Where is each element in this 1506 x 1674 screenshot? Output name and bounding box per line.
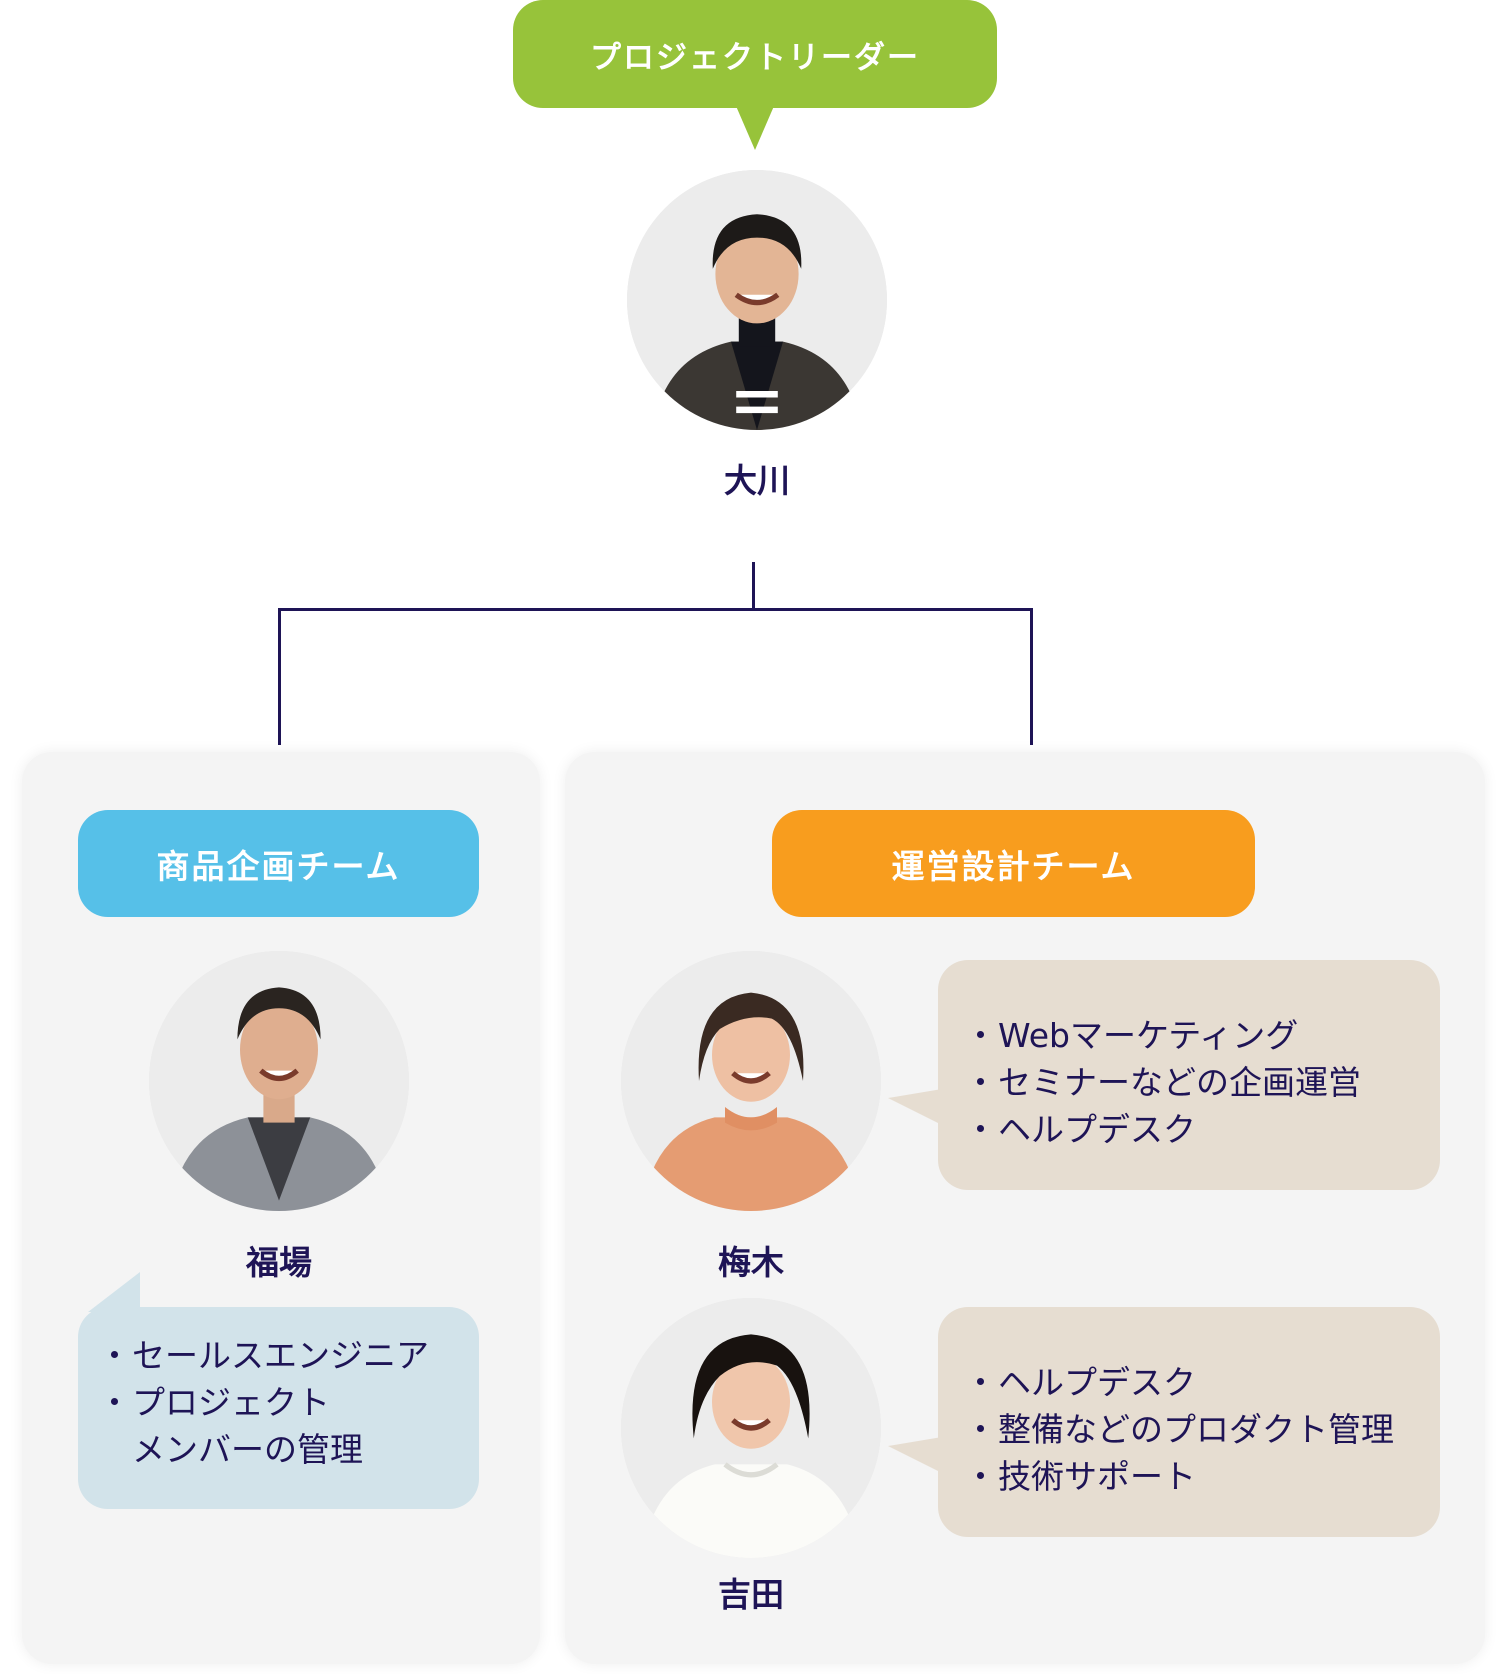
leader-name: 大川 bbox=[724, 461, 790, 500]
connector-horizontal bbox=[278, 608, 1033, 611]
person-photo-icon bbox=[149, 951, 409, 1211]
leader-badge-pointer bbox=[736, 106, 774, 150]
role-bubble-pointer-fukuba bbox=[88, 1272, 140, 1312]
person-photo-icon bbox=[621, 1298, 881, 1558]
team-header-planning: 商品企画チーム bbox=[78, 810, 479, 917]
role-item: ヘルプデスク bbox=[964, 1106, 1440, 1153]
member-avatar-fukuba bbox=[149, 951, 409, 1211]
role-item: セミナーなどの企画運営 bbox=[964, 1059, 1440, 1106]
member-avatar-umeki bbox=[621, 951, 881, 1211]
person-photo-icon bbox=[621, 951, 881, 1211]
connector-trunk bbox=[752, 562, 755, 611]
role-list-umeki: Webマーケティング セミナーなどの企画運営 ヘルプデスク bbox=[964, 1012, 1440, 1153]
leader-role-label: プロジェクトリーダー bbox=[590, 39, 920, 76]
team-header-operations: 運営設計チーム bbox=[772, 810, 1255, 917]
role-item: Webマーケティング bbox=[964, 1012, 1440, 1059]
role-item: セールスエンジニア bbox=[98, 1332, 479, 1379]
team-label-operations: 運営設計チーム bbox=[891, 846, 1136, 886]
role-bubble-yoshida: ヘルプデスク 整備などのプロダクト管理 技術サポート bbox=[938, 1307, 1440, 1537]
connector-left-branch bbox=[278, 608, 281, 745]
role-item: 整備などのプロダクト管理 bbox=[964, 1406, 1440, 1453]
role-bubble-pointer-umeki bbox=[888, 1088, 948, 1128]
leader-role-badge: プロジェクトリーダー bbox=[513, 0, 997, 108]
role-bubble-umeki: Webマーケティング セミナーなどの企画運営 ヘルプデスク bbox=[938, 960, 1440, 1190]
role-item: ヘルプデスク bbox=[964, 1359, 1440, 1406]
role-list-yoshida: ヘルプデスク 整備などのプロダクト管理 技術サポート bbox=[964, 1359, 1440, 1500]
member-name-yoshida: 吉田 bbox=[718, 1575, 784, 1614]
role-bubble-pointer-yoshida bbox=[888, 1436, 948, 1476]
member-avatar-yoshida bbox=[621, 1298, 881, 1558]
member-name-fukuba: 福場 bbox=[246, 1243, 312, 1282]
connector-right-branch bbox=[1030, 608, 1033, 745]
person-photo-icon bbox=[627, 170, 887, 430]
role-item: 技術サポート bbox=[964, 1453, 1440, 1500]
team-label-planning: 商品企画チーム bbox=[156, 846, 401, 886]
member-name-umeki: 梅木 bbox=[718, 1243, 784, 1282]
leader-avatar bbox=[627, 170, 887, 430]
